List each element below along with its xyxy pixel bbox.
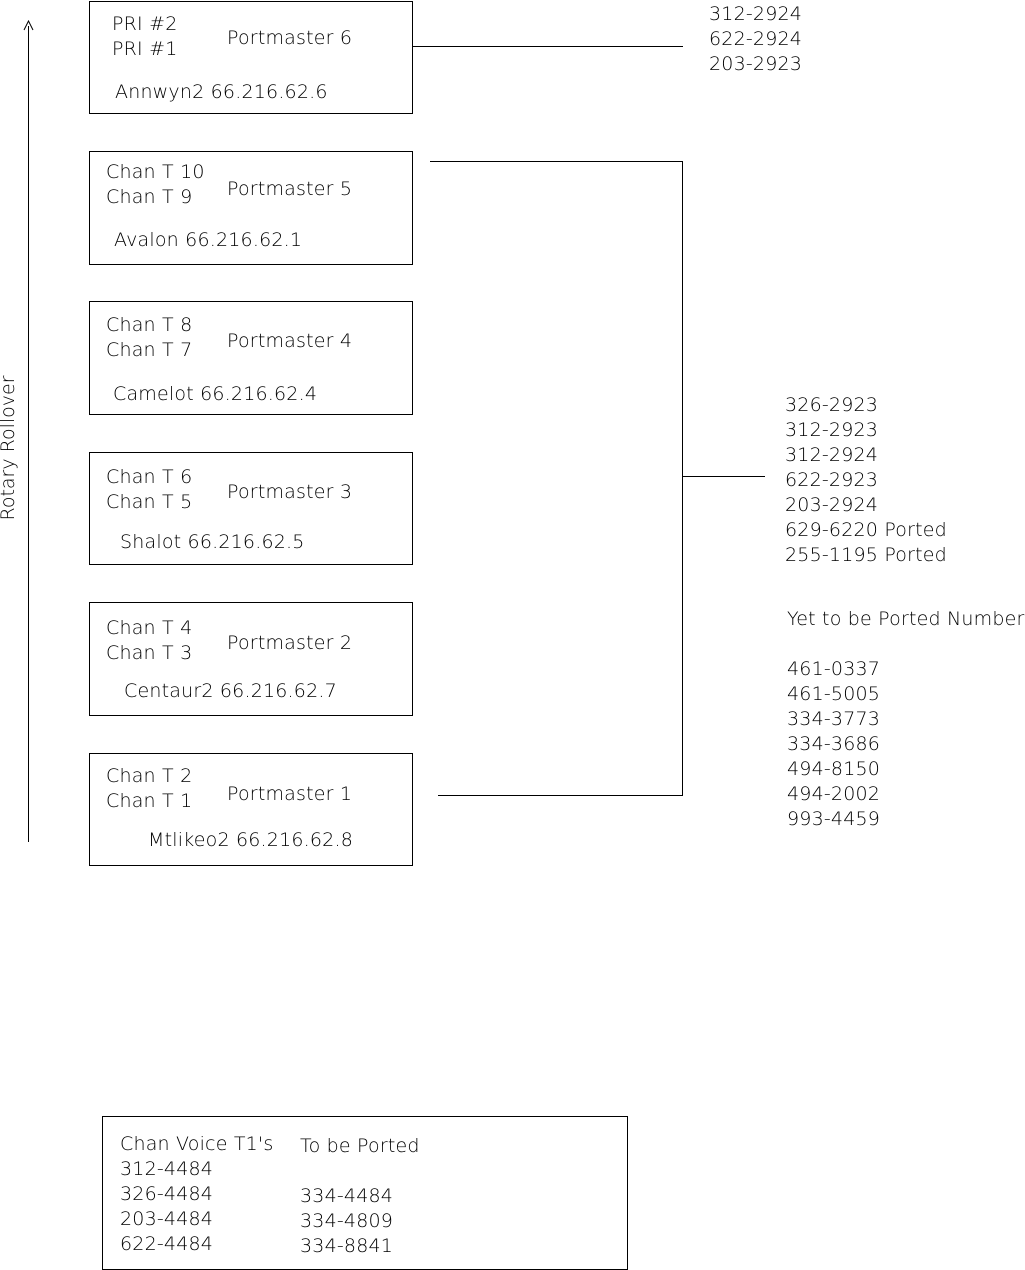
- yet-to-port-number: 993-4459: [787, 808, 881, 830]
- channel-label: Chan T 4: [106, 617, 193, 639]
- host-label: Centaur2 66.216.62.7: [124, 680, 337, 702]
- yet-to-port-number: 494-2002: [787, 783, 881, 805]
- channel-label: Chan T 8: [106, 314, 193, 336]
- channel-label: Chan T 10: [106, 161, 205, 183]
- voice-t1-number: 622-4484: [120, 1233, 214, 1255]
- portmaster-name: Portmaster 1: [227, 783, 353, 805]
- portmaster-name: Portmaster 4: [227, 330, 353, 352]
- yet-to-port-number: 461-0337: [787, 658, 881, 680]
- voice-t1-number: 326-4484: [120, 1183, 214, 1205]
- portmaster-6-box: PRI #2 PRI #1 Portmaster 6 Annwyn2 66.21…: [89, 1, 413, 114]
- channel-label: Chan T 2: [106, 765, 193, 787]
- yet-to-port-number: 461-5005: [787, 683, 881, 705]
- to-be-ported-heading: To be Ported: [300, 1135, 420, 1157]
- portmaster-name: Portmaster 6: [227, 27, 353, 49]
- hunt-group-bus-line: [682, 161, 683, 796]
- yet-to-port-number: 334-3773: [787, 708, 881, 730]
- rotary-arrow-line: [28, 26, 29, 842]
- portmaster-1-box: Chan T 2 Chan T 1 Portmaster 1 Mtlikeo2 …: [89, 753, 413, 866]
- host-label: Shalot 66.216.62.5: [120, 531, 305, 553]
- channel-label: PRI #2: [112, 13, 178, 35]
- host-label: Annwyn2 66.216.62.6: [115, 81, 328, 103]
- hunt-number: 312-2923: [785, 419, 879, 441]
- channel-label: Chan T 6: [106, 466, 193, 488]
- to-be-ported-number-list: 334-4484 334-4809 334-8841: [300, 1184, 393, 1259]
- channel-label: Chan T 3: [106, 642, 193, 664]
- arrow-up-icon: [23, 20, 34, 31]
- pri-number: 312-2924: [709, 3, 803, 25]
- pm1-connector-line: [438, 795, 683, 796]
- portmaster-name: Portmaster 5: [227, 178, 353, 200]
- pm5-connector-line: [430, 161, 683, 162]
- to-be-ported-number: 334-4809: [300, 1210, 394, 1232]
- channel-label: Chan T 5: [106, 491, 193, 513]
- rotary-rollover-label: Rotary Rollover: [0, 375, 19, 521]
- voice-t1-number: 312-4484: [120, 1158, 214, 1180]
- hunt-number-list: 326-2923 312-2923 312-2924 622-2923 203-…: [785, 393, 947, 568]
- pri-number-list: 312-2924 622-2924 203-2923: [709, 2, 802, 77]
- voice-t1-heading: Chan Voice T1's: [120, 1133, 274, 1155]
- channel-label: Chan T 9: [106, 186, 193, 208]
- yet-to-port-list: 461-0337 461-5005 334-3773 334-3686 494-…: [787, 657, 880, 832]
- yet-to-port-number: 494-8150: [787, 758, 881, 780]
- portmaster-4-box: Chan T 8 Chan T 7 Portmaster 4 Camelot 6…: [89, 301, 413, 415]
- portmaster-5-box: Chan T 10 Chan T 9 Portmaster 5 Avalon 6…: [89, 151, 413, 265]
- host-label: Avalon 66.216.62.1: [114, 229, 303, 251]
- pri-number: 622-2924: [709, 28, 803, 50]
- voice-t1-number: 203-4484: [120, 1208, 214, 1230]
- yet-to-port-number: 334-3686: [787, 733, 881, 755]
- host-label: Mtlikeo2 66.216.62.8: [148, 829, 353, 851]
- channel-label: Chan T 7: [106, 339, 193, 361]
- host-label: Camelot 66.216.62.4: [113, 383, 318, 405]
- voice-t1-box: Chan Voice T1's 312-4484 326-4484 203-44…: [102, 1116, 628, 1270]
- portmaster-name: Portmaster 3: [227, 481, 353, 503]
- pri-connector-line: [413, 46, 683, 47]
- yet-to-port-heading: Yet to be Ported Numbers: [787, 608, 1025, 630]
- hunt-number: 255-1195 Ported: [785, 544, 947, 566]
- to-be-ported-number: 334-4484: [300, 1185, 394, 1207]
- portmaster-3-box: Chan T 6 Chan T 5 Portmaster 3 Shalot 66…: [89, 452, 413, 565]
- hunt-number: 622-2923: [785, 469, 879, 491]
- hunt-number: 312-2924: [785, 444, 879, 466]
- portmaster-name: Portmaster 2: [227, 632, 353, 654]
- portmaster-2-box: Chan T 4 Chan T 3 Portmaster 2 Centaur2 …: [89, 602, 413, 716]
- hunt-number: 326-2923: [785, 394, 879, 416]
- channel-label: PRI #1: [112, 38, 178, 60]
- hunt-number: 203-2924: [785, 494, 879, 516]
- pri-number: 203-2923: [709, 53, 803, 75]
- hunt-numbers-connector-line: [682, 476, 765, 477]
- to-be-ported-number: 334-8841: [300, 1235, 394, 1257]
- channel-label: Chan T 1: [106, 790, 193, 812]
- hunt-number: 629-6220 Ported: [785, 519, 947, 541]
- voice-t1-number-list: 312-4484 326-4484 203-4484 622-4484: [120, 1157, 213, 1257]
